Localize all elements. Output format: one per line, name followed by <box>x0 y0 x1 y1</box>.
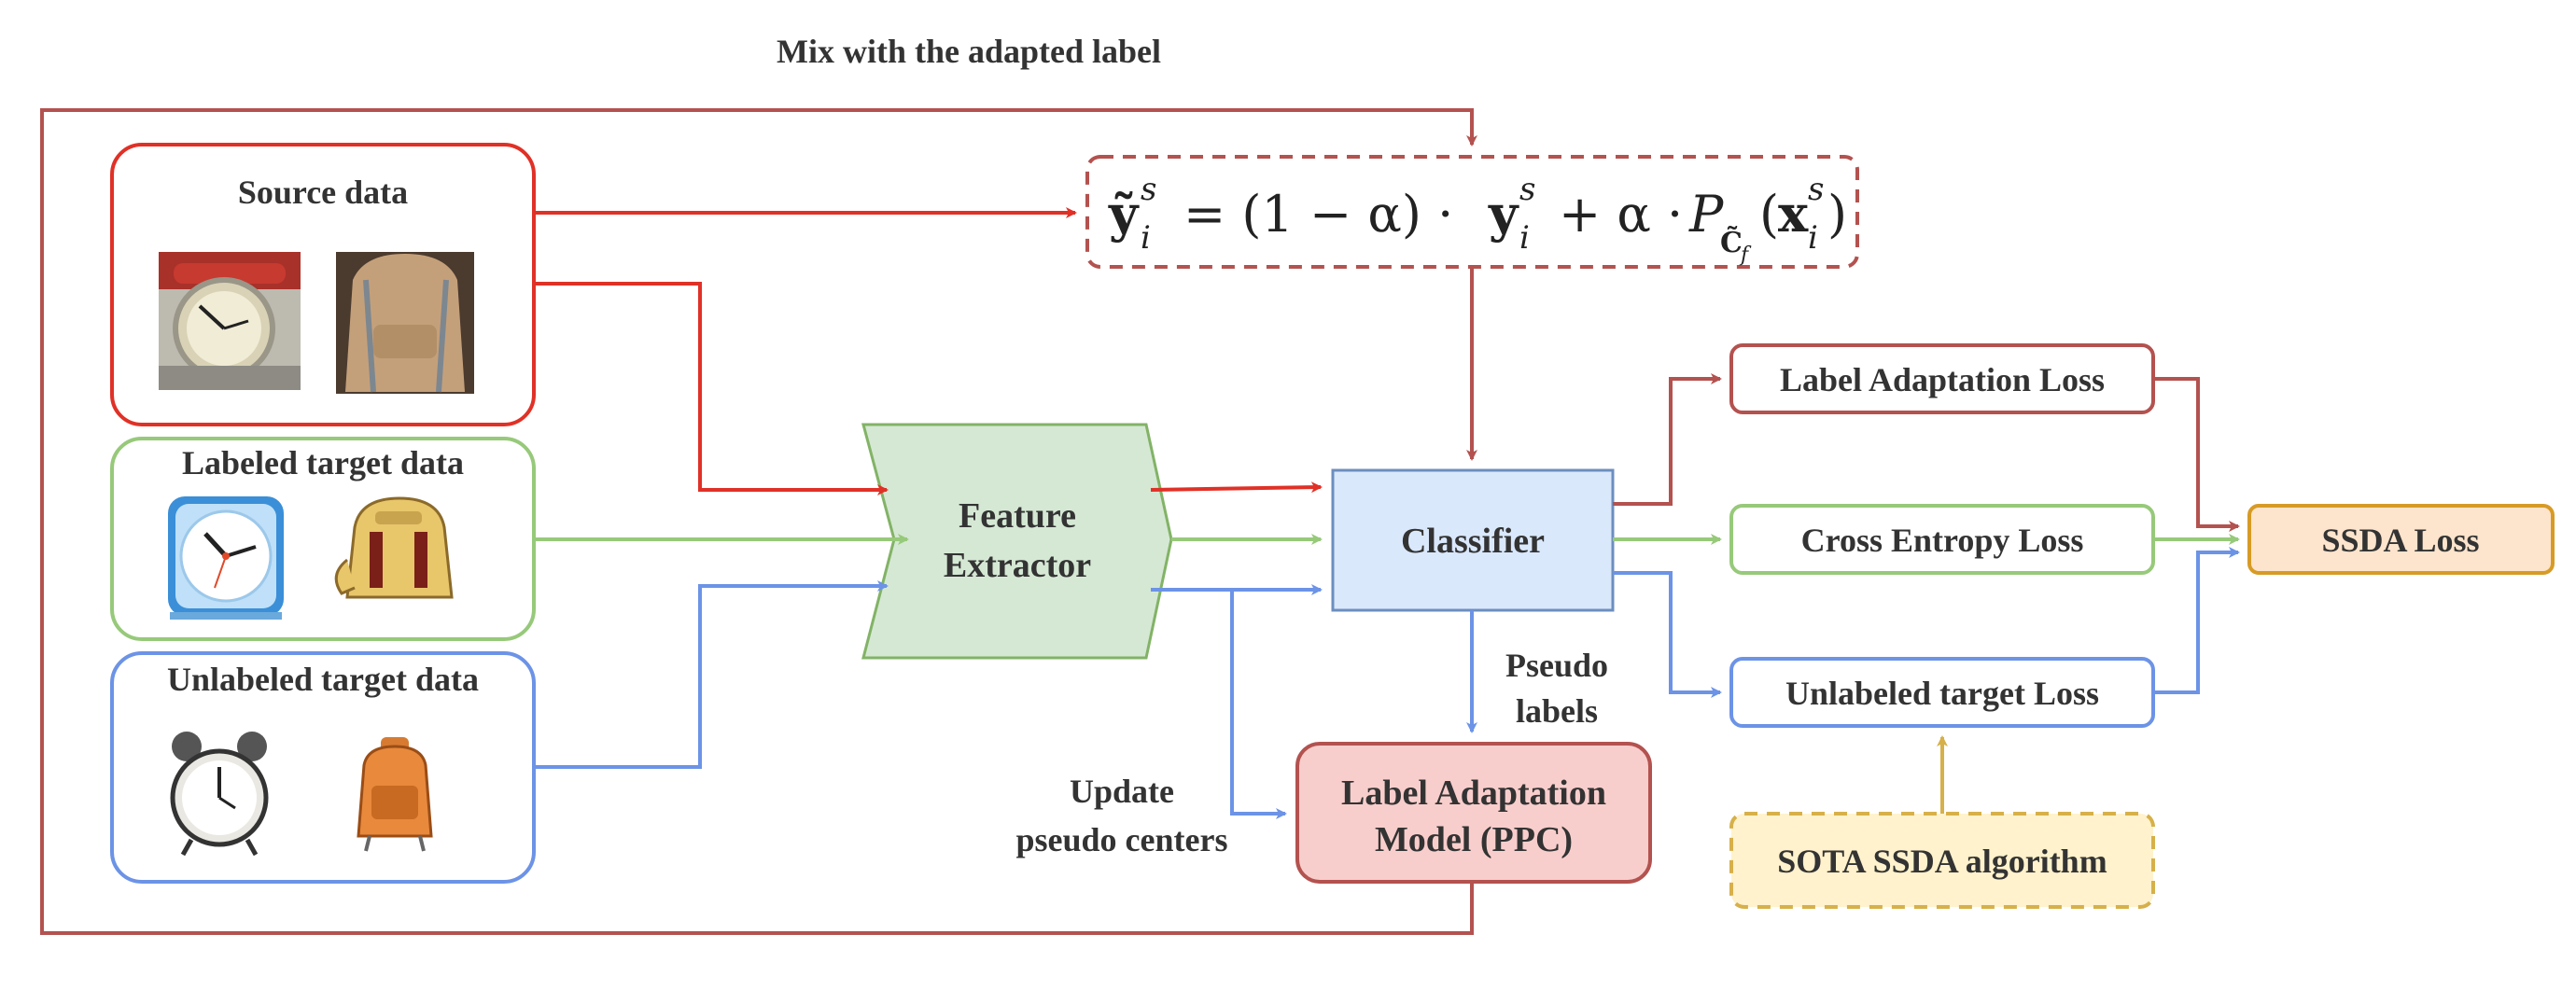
ssda-loss-label: SSDA Loss <box>2321 522 2479 559</box>
feature-extractor-block: Feature Extractor <box>861 423 1173 660</box>
label-adaptation-model-line2: Model (PPC) <box>1375 820 1573 859</box>
unlabeled-to-ssda-arrow <box>2153 547 2240 694</box>
pseudo-labels-line2: labels <box>1516 692 1598 730</box>
unlabeled-target-panel: Unlabeled target data <box>110 651 536 884</box>
svg-text:C̃: C̃ <box>1720 227 1743 259</box>
update-centers-arrow <box>1230 590 1287 819</box>
label-adaptation-loss-label: Label Adaptation Loss <box>1780 361 2105 398</box>
source-to-extractor-arrow <box>534 282 889 495</box>
formula-box: ỹ i s = (1 − α) · y i s + α · P C̃ f ( x… <box>1085 155 1859 269</box>
label-mixing-formula: ỹ i s = (1 − α) · y i s + α · P C̃ f ( x… <box>1108 171 1847 267</box>
svg-text:y: y <box>1488 184 1519 244</box>
unlabeled-target-loss-label: Unlabeled target Loss <box>1785 675 2099 712</box>
label-adaptation-model-line1: Label Adaptation <box>1341 774 1606 813</box>
svg-text:ỹ: ỹ <box>1108 184 1140 244</box>
backpack-photo <box>336 252 474 394</box>
svg-text:P: P <box>1688 185 1725 244</box>
source-data-title: Source data <box>238 174 408 211</box>
classifier-block: Classifier <box>1331 468 1615 612</box>
classifier-to-label-adaptation-loss-arrow <box>1613 373 1722 506</box>
alarm-clock-photo <box>159 252 301 390</box>
label-adaptation-to-ssda-arrow <box>2153 377 2240 532</box>
svg-text:): ) <box>1827 185 1847 244</box>
cross-entropy-loss-box: Cross Entropy Loss <box>1729 504 2155 575</box>
sota-algorithm-label: SOTA SSDA algorithm <box>1777 843 2107 880</box>
mix-caption: Mix with the adapted label <box>777 33 1161 70</box>
cross-entropy-loss-label: Cross Entropy Loss <box>1801 522 2084 559</box>
svg-text:s: s <box>1808 171 1824 208</box>
svg-text:= (1 − α) ·: = (1 − α) · <box>1183 185 1453 244</box>
unlabeled-target-loss-box: Unlabeled target Loss <box>1729 657 2155 728</box>
update-centers-line1: Update <box>1070 773 1174 810</box>
classifier-to-unlabeled-loss-arrow <box>1613 571 1722 698</box>
sota-algorithm-box: SOTA SSDA algorithm <box>1729 812 2155 909</box>
alarm-clock-clipart <box>170 732 269 857</box>
svg-text:i: i <box>1519 219 1530 257</box>
unlabeled-target-title: Unlabeled target data <box>167 661 479 698</box>
feature-extractor-line1: Feature <box>959 496 1076 536</box>
labeled-target-title: Labeled target data <box>182 444 464 481</box>
svg-text:s: s <box>1141 171 1156 208</box>
backpack-clipart <box>334 496 454 599</box>
source-data-panel: Source data <box>110 143 536 426</box>
label-adaptation-loss-box: Label Adaptation Loss <box>1729 343 2155 414</box>
pseudo-labels-line1: Pseudo <box>1505 647 1608 684</box>
svg-text:s: s <box>1519 171 1535 208</box>
svg-text:(: ( <box>1759 185 1779 244</box>
classifier-label: Classifier <box>1401 522 1545 561</box>
update-centers-line2: pseudo centers <box>1016 821 1228 858</box>
wall-clock-clipart <box>168 496 284 620</box>
mix-loop-arrow <box>40 108 1477 935</box>
extractor-to-classifier-red-arrow <box>1150 481 1323 494</box>
label-adaptation-model-block: Label Adaptation Model (PPC) <box>1295 742 1652 884</box>
ssda-loss-box: SSDA Loss <box>2247 504 2555 575</box>
svg-text:+ α ·: + α · <box>1559 185 1683 244</box>
svg-text:i: i <box>1808 219 1818 257</box>
svg-text:i: i <box>1141 219 1151 257</box>
svg-text:x: x <box>1778 184 1809 244</box>
labeled-target-panel: Labeled target data <box>110 437 536 641</box>
unlabeled-to-extractor-arrow <box>534 580 889 769</box>
feature-extractor-line2: Extractor <box>944 546 1091 585</box>
orange-backpack-clipart <box>357 737 433 852</box>
